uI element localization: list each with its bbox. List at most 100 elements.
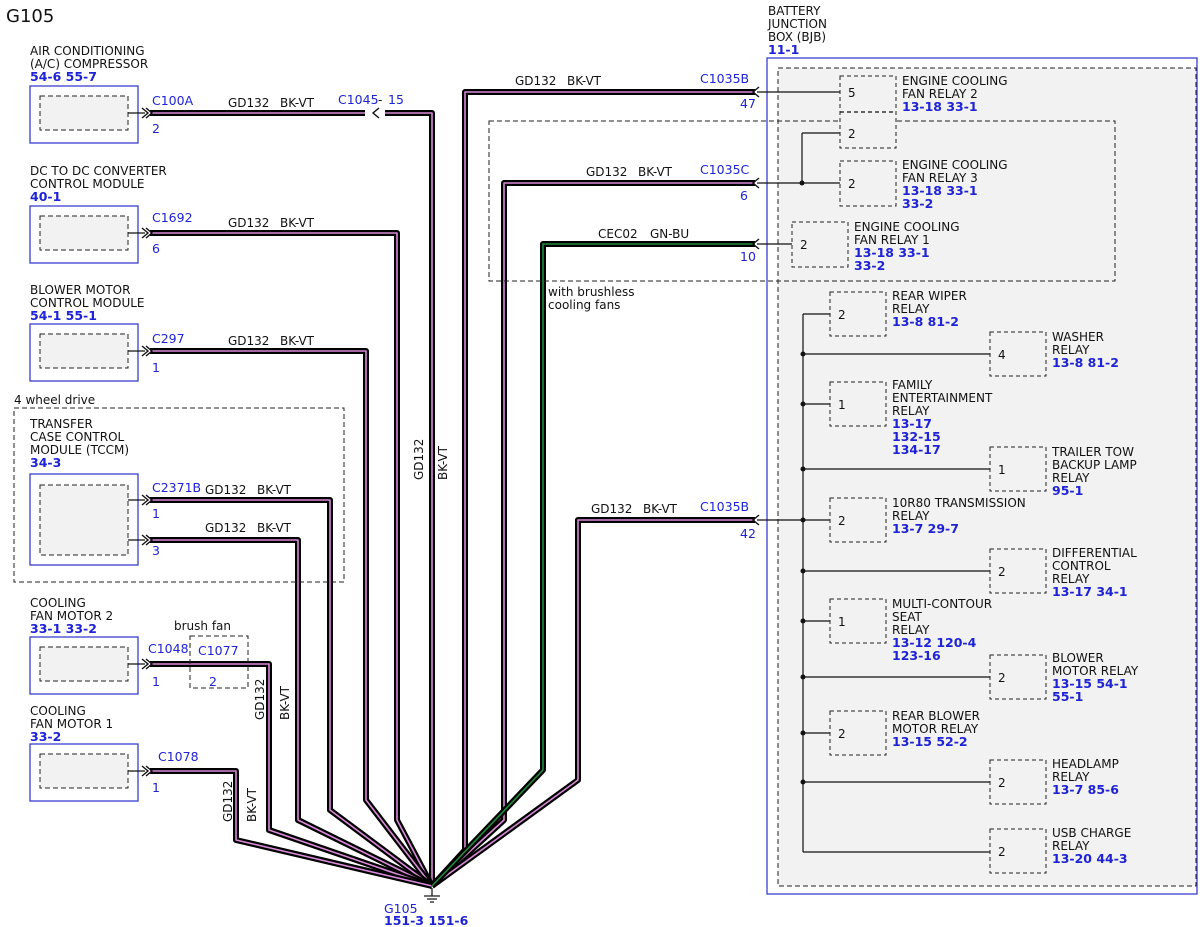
relay-multi-contour-seat[interactable]: 1 MULTI-CONTOUR SEAT RELAY 13-12 120-4 1… bbox=[829, 597, 992, 663]
relay-rear-blower-motor[interactable]: 2 REAR BLOWER MOTOR RELAY 13-15 52-2 bbox=[829, 709, 980, 756]
wire-label-c1035b-low-color: BK-VT bbox=[643, 502, 678, 516]
wire-fan2[interactable] bbox=[150, 661, 433, 889]
blower-refs[interactable]: 54-1 55-1 bbox=[30, 308, 97, 323]
wire-dcdc[interactable] bbox=[150, 230, 435, 888]
c100a-label[interactable]: C100A bbox=[152, 93, 194, 108]
relay-family-entertainment[interactable]: 1 FAMILY ENTERTAINMENT RELAY 13-17 132-1… bbox=[829, 378, 993, 457]
relay-blower-pin: 2 bbox=[998, 671, 1006, 685]
wire-c1035b-top[interactable] bbox=[429, 89, 755, 889]
relay-differential-control[interactable]: 2 DIFFERENTIAL CONTROL RELAY 13-17 34-1 bbox=[989, 546, 1137, 599]
brush-fan-option: brush fan bbox=[174, 619, 231, 633]
relay-diff-refs[interactable]: 13-17 34-1 bbox=[1052, 584, 1128, 599]
connector-arrow-c1035b-47 bbox=[751, 86, 760, 98]
relay-engine-cooling-fan-2[interactable]: 5 2 ENGINE COOLING FAN RELAY 2 13-18 33-… bbox=[839, 74, 1008, 149]
bk-vt-wires bbox=[150, 89, 755, 889]
relay-ecf3-pin: 2 bbox=[848, 177, 856, 191]
relay-family-refs-2[interactable]: 132-15 bbox=[892, 429, 941, 444]
c2371b-label[interactable]: C2371B bbox=[152, 480, 201, 495]
wire-label-brushless-circuit: CEC02 bbox=[598, 227, 638, 241]
relay-blower-motor[interactable]: 2 BLOWER MOTOR RELAY 13-15 54-1 55-1 bbox=[989, 651, 1139, 704]
relay-multi-refs-2[interactable]: 123-16 bbox=[892, 648, 941, 663]
c2371b-pin-1: 1 bbox=[152, 506, 160, 521]
connector-arrow-c1692 bbox=[141, 227, 154, 239]
relay-rear-blower-refs[interactable]: 13-15 52-2 bbox=[892, 734, 968, 749]
relay-blower-refs-1[interactable]: 13-15 54-1 bbox=[1052, 676, 1128, 691]
relay-ecf3-refs-2[interactable]: 33-2 bbox=[902, 196, 933, 211]
relay-multi-pin: 1 bbox=[838, 615, 846, 629]
relay-multi-name-2: SEAT bbox=[892, 610, 922, 624]
relay-trailer-tow[interactable]: 1 TRAILER TOW BACKUP LAMP RELAY 95-1 bbox=[989, 445, 1137, 498]
c1035b-top-label[interactable]: C1035B bbox=[700, 71, 749, 86]
connector-arrow-c1035b-42 bbox=[751, 514, 760, 526]
relay-multi-refs-1[interactable]: 13-12 120-4 bbox=[892, 635, 977, 650]
relay-trailer-name-3: RELAY bbox=[1052, 471, 1090, 485]
relay-rear-wiper-refs[interactable]: 13-8 81-2 bbox=[892, 314, 959, 329]
wire-fan1[interactable] bbox=[150, 768, 433, 889]
tccm-refs[interactable]: 34-3 bbox=[30, 455, 61, 470]
wire-brushless-gn-bu[interactable] bbox=[429, 241, 755, 889]
relay-washer-refs[interactable]: 13-8 81-2 bbox=[1052, 355, 1119, 370]
relay-ecf1-refs-1[interactable]: 13-18 33-1 bbox=[854, 245, 930, 260]
c1692-label[interactable]: C1692 bbox=[152, 210, 193, 225]
relay-trans-pin: 2 bbox=[838, 514, 846, 528]
c1035b-low-label[interactable]: C1035B bbox=[700, 499, 749, 514]
blower-name-2: CONTROL MODULE bbox=[30, 296, 145, 310]
ac-compressor-name-2: (A/C) COMPRESSOR bbox=[30, 57, 148, 71]
ground-refs[interactable]: 151-3 151-6 bbox=[384, 913, 469, 927]
wire-label-dcdc-color: BK-VT bbox=[280, 216, 315, 230]
gn-bu-wires bbox=[429, 241, 755, 889]
connector-arrow-c1035c-10 bbox=[751, 238, 760, 250]
relay-blower-refs-2[interactable]: 55-1 bbox=[1052, 689, 1083, 704]
c1045-dash: - bbox=[378, 93, 382, 107]
relay-headlamp-refs[interactable]: 13-7 85-6 bbox=[1052, 782, 1119, 797]
fan2-refs[interactable]: 33-1 33-2 bbox=[30, 621, 97, 636]
dcdc-name-1: DC TO DC CONVERTER bbox=[30, 164, 167, 178]
c1078-label[interactable]: C1078 bbox=[158, 749, 199, 764]
wire-label-tccm3-circuit: GD132 bbox=[205, 521, 246, 535]
c1045-pin: 15 bbox=[388, 92, 404, 107]
wire-label-blower-color: BK-VT bbox=[280, 334, 315, 348]
wire-label-blower-circuit: GD132 bbox=[228, 334, 269, 348]
wire-label-tccm3-color: BK-VT bbox=[257, 521, 292, 535]
relay-family-refs-3[interactable]: 134-17 bbox=[892, 442, 941, 457]
c1077-label[interactable]: C1077 bbox=[198, 643, 239, 658]
wire-tccm-1[interactable] bbox=[150, 497, 434, 889]
relay-engine-cooling-fan-3[interactable]: 2 ENGINE COOLING FAN RELAY 3 13-18 33-1 … bbox=[839, 158, 1008, 211]
relay-trans-refs[interactable]: 13-7 29-7 bbox=[892, 521, 959, 536]
relay-washer[interactable]: 4 WASHER RELAY 13-8 81-2 bbox=[989, 330, 1119, 377]
relay-rear-wiper[interactable]: 2 REAR WIPER RELAY 13-8 81-2 bbox=[829, 289, 967, 337]
wire-c1035c[interactable] bbox=[429, 180, 755, 889]
relay-family-refs-1[interactable]: 13-17 bbox=[892, 416, 932, 431]
c297-label[interactable]: C297 bbox=[152, 331, 185, 346]
relay-headlamp[interactable]: 2 HEADLAMP RELAY 13-7 85-6 bbox=[989, 757, 1119, 805]
c1035c-label[interactable]: C1035C bbox=[700, 162, 750, 177]
wire-ac-b[interactable] bbox=[385, 110, 435, 886]
relay-usb-refs[interactable]: 13-20 44-3 bbox=[1052, 851, 1128, 866]
c1048-label[interactable]: C1048 bbox=[148, 641, 189, 656]
bjb-refs[interactable]: 11-1 bbox=[768, 42, 799, 57]
relay-trailer-refs[interactable]: 95-1 bbox=[1052, 483, 1083, 498]
relay-blower-name-1: BLOWER bbox=[1052, 651, 1104, 665]
relay-rear-blower-pin: 2 bbox=[838, 727, 846, 741]
ground-label[interactable]: G105 bbox=[384, 901, 418, 916]
ac-compressor-refs[interactable]: 54-6 55-7 bbox=[30, 69, 97, 84]
dcdc-refs[interactable]: 40-1 bbox=[30, 189, 61, 204]
wire-c1035b-low[interactable] bbox=[430, 517, 755, 889]
wire-blower[interactable] bbox=[150, 348, 435, 888]
tccm-name-2: CASE CONTROL bbox=[30, 430, 125, 444]
relay-ecf2-refs[interactable]: 13-18 33-1 bbox=[902, 99, 978, 114]
wire-label-fan1-circuit: GD132 bbox=[221, 781, 235, 822]
tccm-name-3: MODULE (TCCM) bbox=[30, 443, 129, 457]
relay-ecf3-refs-1[interactable]: 13-18 33-1 bbox=[902, 183, 978, 198]
relay-engine-cooling-fan-1[interactable]: 2 ENGINE COOLING FAN RELAY 1 13-18 33-1 … bbox=[791, 220, 960, 273]
relay-washer-pin: 4 bbox=[998, 348, 1006, 362]
fan1-refs[interactable]: 33-2 bbox=[30, 729, 61, 744]
relay-usb-charge[interactable]: 2 USB CHARGE RELAY 13-20 44-3 bbox=[989, 826, 1131, 874]
ground-g105: G105 151-3 151-6 bbox=[384, 888, 469, 927]
wire-tccm-3[interactable] bbox=[150, 537, 434, 889]
relay-10r80-transmission[interactable]: 2 10R80 TRANSMISSION RELAY 13-7 29-7 bbox=[829, 496, 1026, 543]
ac-compressor-module: AIR CONDITIONING (A/C) COMPRESSOR 54-6 5… bbox=[29, 44, 194, 144]
c1045-label[interactable]: C1045 bbox=[338, 92, 379, 107]
relay-ecf1-refs-2[interactable]: 33-2 bbox=[854, 258, 885, 273]
c1035b-low-pin: 42 bbox=[740, 526, 756, 541]
